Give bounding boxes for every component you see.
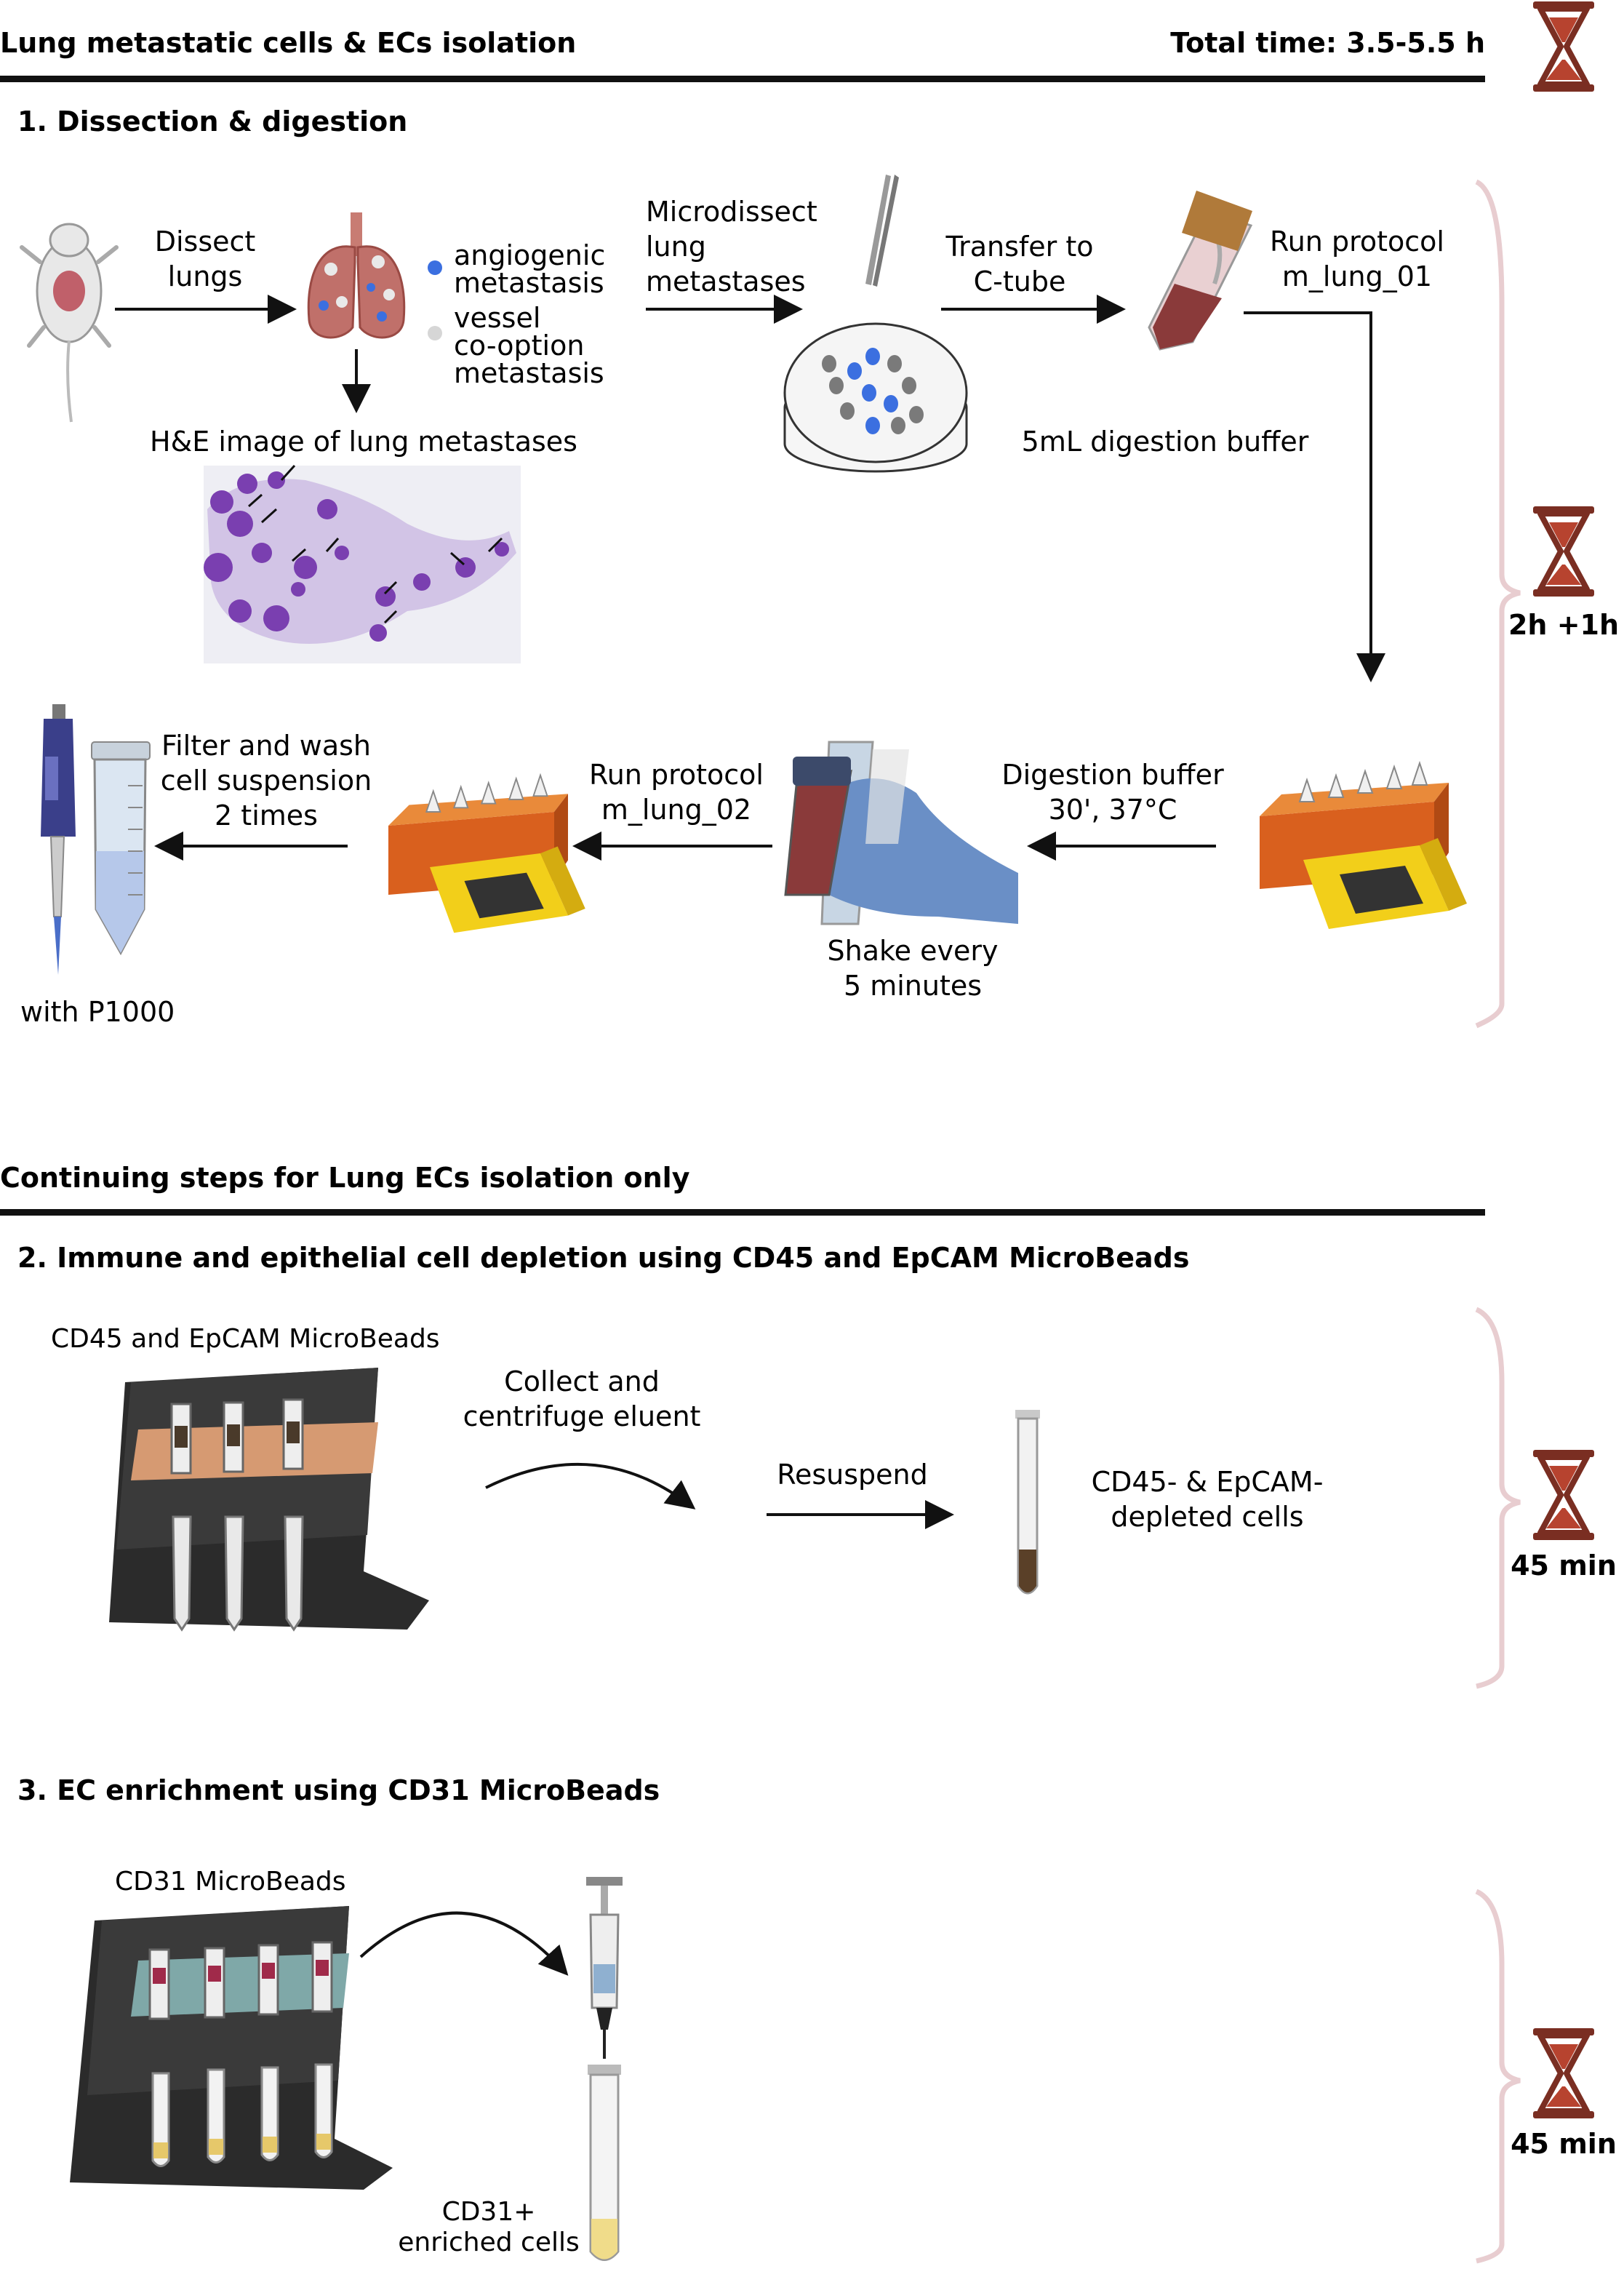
- conical-tube-illustration: [91, 741, 151, 956]
- resuspend-label: Resuspend: [777, 1459, 927, 1491]
- he-caption: H&E image of lung metastases: [150, 426, 577, 458]
- section1-time: 2h +1h: [1508, 609, 1619, 641]
- c-tube-illustration: [1148, 191, 1253, 351]
- section2-title: 2. Immune and epithelial cell depletion …: [17, 1242, 1190, 1274]
- arrow-run-protocol-1: [1244, 311, 1385, 682]
- protocol-title: Lung metastatic cells & ECs isolation: [0, 27, 576, 59]
- continuing-title: Continuing steps for Lung ECs isolation …: [0, 1162, 690, 1194]
- total-time: Total time: 3.5-5.5 h: [1170, 27, 1485, 59]
- section1-title: 1. Dissection & digestion: [17, 105, 407, 137]
- petri-dish-illustration: [783, 322, 968, 473]
- section2-time-bracket: [1475, 1307, 1521, 1689]
- section3-title: 3. EC enrichment using CD31 MicroBeads: [17, 1774, 660, 1806]
- section1-hourglass-icon: [1533, 506, 1594, 597]
- p1000-label: with P1000: [20, 996, 175, 1028]
- mouse-illustration: [20, 223, 119, 423]
- cd31-enriched-label: CD31+enriched cells: [398, 2197, 580, 2257]
- section3-time: 45 min: [1511, 2128, 1617, 2160]
- depleted-cells-tube: [1015, 1410, 1040, 1595]
- cooption-legend-dot: [428, 326, 442, 340]
- section2-hourglass-icon: [1533, 1450, 1594, 1540]
- syringe-column-illustration: [586, 1877, 623, 2059]
- forceps-illustration: [865, 175, 899, 287]
- magnetic-separator-2: [70, 1906, 393, 2190]
- pipette-illustration: [41, 704, 76, 975]
- he-histology-image: [204, 464, 521, 663]
- dissociator-machine-1: [1259, 762, 1468, 930]
- continuing-divider: [0, 1209, 1485, 1216]
- gloved-hand-illustration: [784, 741, 1018, 925]
- angiogenic-legend-dot: [428, 260, 442, 275]
- section1-time-bracket: [1475, 179, 1521, 1029]
- depleted-cells-label: CD45- & EpCAM-depleted cells: [1092, 1466, 1324, 1533]
- arrow-collect: [485, 1462, 696, 1510]
- section3-time-bracket: [1475, 1889, 1521, 2264]
- section3-beads-label: CD31 MicroBeads: [115, 1867, 346, 1897]
- dissociator-machine-2: [388, 774, 586, 934]
- digestion-buffer-volume: 5mL digestion buffer: [1022, 426, 1309, 458]
- magnetic-separator-1: [109, 1368, 429, 1632]
- cd31-enriched-tube: [588, 2065, 621, 2261]
- header-divider: [0, 76, 1485, 82]
- lungs-illustration: [307, 212, 406, 339]
- section2-beads-label: CD45 and EpCAM MicroBeads: [51, 1324, 440, 1354]
- arrow-cd31: [359, 1911, 569, 1976]
- hourglass-icon: [1533, 1, 1594, 92]
- section3-hourglass-icon: [1533, 2028, 1594, 2118]
- section2-time: 45 min: [1511, 1550, 1617, 1582]
